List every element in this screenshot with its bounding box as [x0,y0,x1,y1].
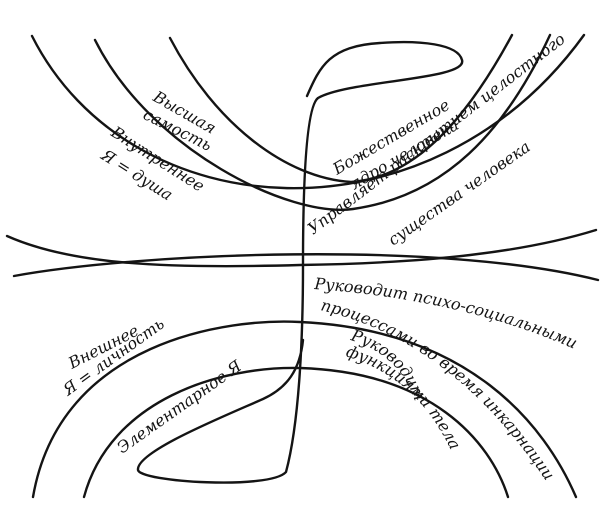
upper-inner-arc [168,33,514,184]
central-dividing-line [5,228,598,268]
lower-middle-arc [31,320,578,499]
label-elemental-self: Элементарное Я [113,356,246,458]
s-curve-line [136,40,464,484]
lower-outer-arc [12,253,600,282]
upper-middle-arc [93,33,552,211]
upper-outer-arc [30,33,586,190]
